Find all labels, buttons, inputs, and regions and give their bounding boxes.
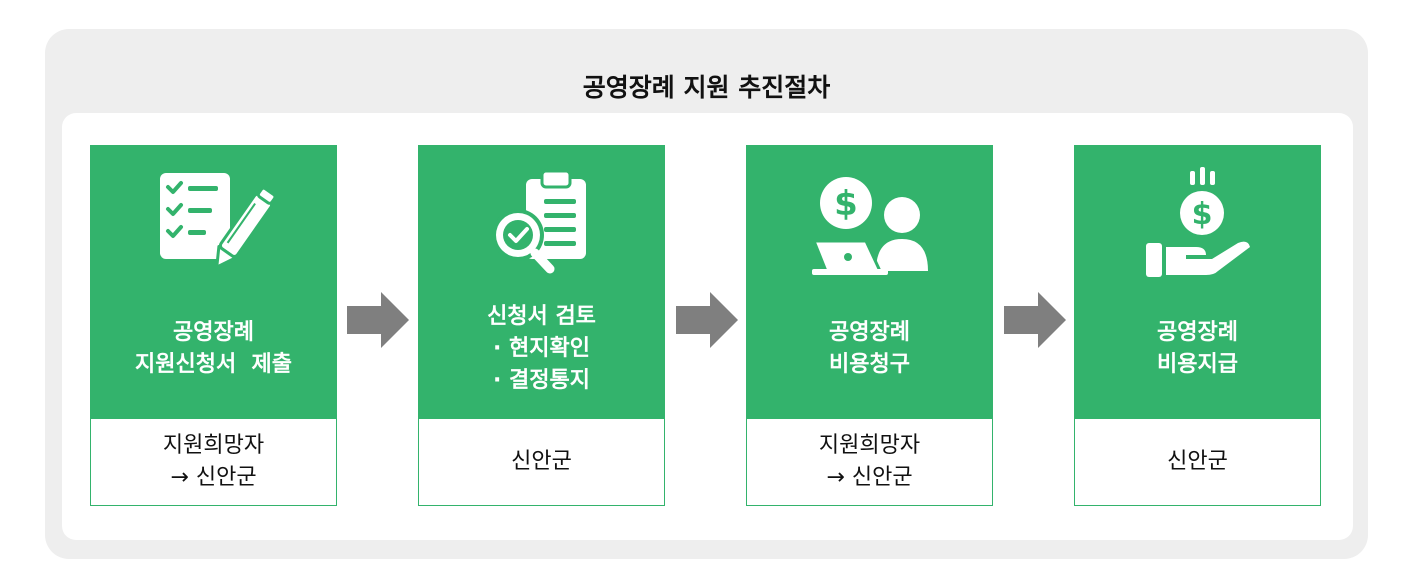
step-1-label-line: 공영장례 (173, 320, 254, 345)
svg-text:$: $ (834, 184, 858, 224)
step-2-card: 신청서 검토 · 현지확인 · 결정통지 신안군 (418, 145, 665, 506)
step-4-actor-line: 신안군 (1167, 449, 1228, 474)
step-1-label: 공영장례 지원신청서 제출 (90, 317, 337, 381)
step-1-actor: 지원희망자 → 신안군 (91, 419, 336, 505)
hand-coin-icon: $ (1145, 167, 1250, 277)
step-4-label-line: 공영장례 (1157, 320, 1238, 345)
step-3-label-line: 공영장례 (829, 320, 910, 345)
step-3-actor-line: → 신안군 (826, 465, 913, 490)
step-3-header: $ 공영장례 비용청구 (746, 145, 993, 419)
arrow-right-icon (347, 292, 409, 348)
step-4-label: 공영장례 비용지급 (1074, 317, 1321, 381)
step-4-label-line: 비용지급 (1157, 352, 1238, 377)
step-4-header: $ 공영장례 비용지급 (1074, 145, 1321, 419)
svg-text:$: $ (1191, 197, 1212, 232)
step-1-label-line: 지원신청서 제출 (135, 352, 292, 377)
page-title: 공영장례 지원 추진절차 (582, 73, 831, 102)
arrow-right-icon (1004, 292, 1066, 348)
step-4-actor: 신안군 (1075, 419, 1320, 505)
step-2-label-line: 신청서 검토 (487, 304, 596, 329)
step-1-actor-line: → 신안군 (170, 465, 257, 490)
step-2-label-line: · 현지확인 (493, 336, 590, 361)
person-laptop-dollar-icon: $ (811, 177, 928, 275)
step-2-label: 신청서 검토 · 현지확인 · 결정통지 (418, 301, 665, 397)
step-1-header: 공영장례 지원신청서 제출 (90, 145, 337, 419)
clipboard-magnifier-icon (491, 169, 586, 274)
arrow-right-icon (676, 292, 738, 348)
step-4-card: $ 공영장례 비용지급 신안군 (1074, 145, 1321, 506)
step-2-label-line: · 결정통지 (493, 368, 590, 393)
step-1-actor-line: 지원희망자 (162, 433, 265, 458)
step-3-label: 공영장례 비용청구 (746, 317, 993, 381)
step-1-card: 공영장례 지원신청서 제출 지원희망자 → 신안군 (90, 145, 337, 506)
step-2-header: 신청서 검토 · 현지확인 · 결정통지 (418, 145, 665, 419)
step-3-actor: 지원희망자 → 신안군 (747, 419, 992, 505)
step-3-actor-line: 지원희망자 (818, 433, 921, 458)
checklist-pen-icon (159, 173, 274, 269)
step-2-actor: 신안군 (419, 419, 664, 505)
step-2-actor-line: 신안군 (511, 449, 572, 474)
step-3-card: $ 공영장례 비용청구 지원희망자 → 신안군 (746, 145, 993, 506)
step-3-label-line: 비용청구 (829, 352, 910, 377)
